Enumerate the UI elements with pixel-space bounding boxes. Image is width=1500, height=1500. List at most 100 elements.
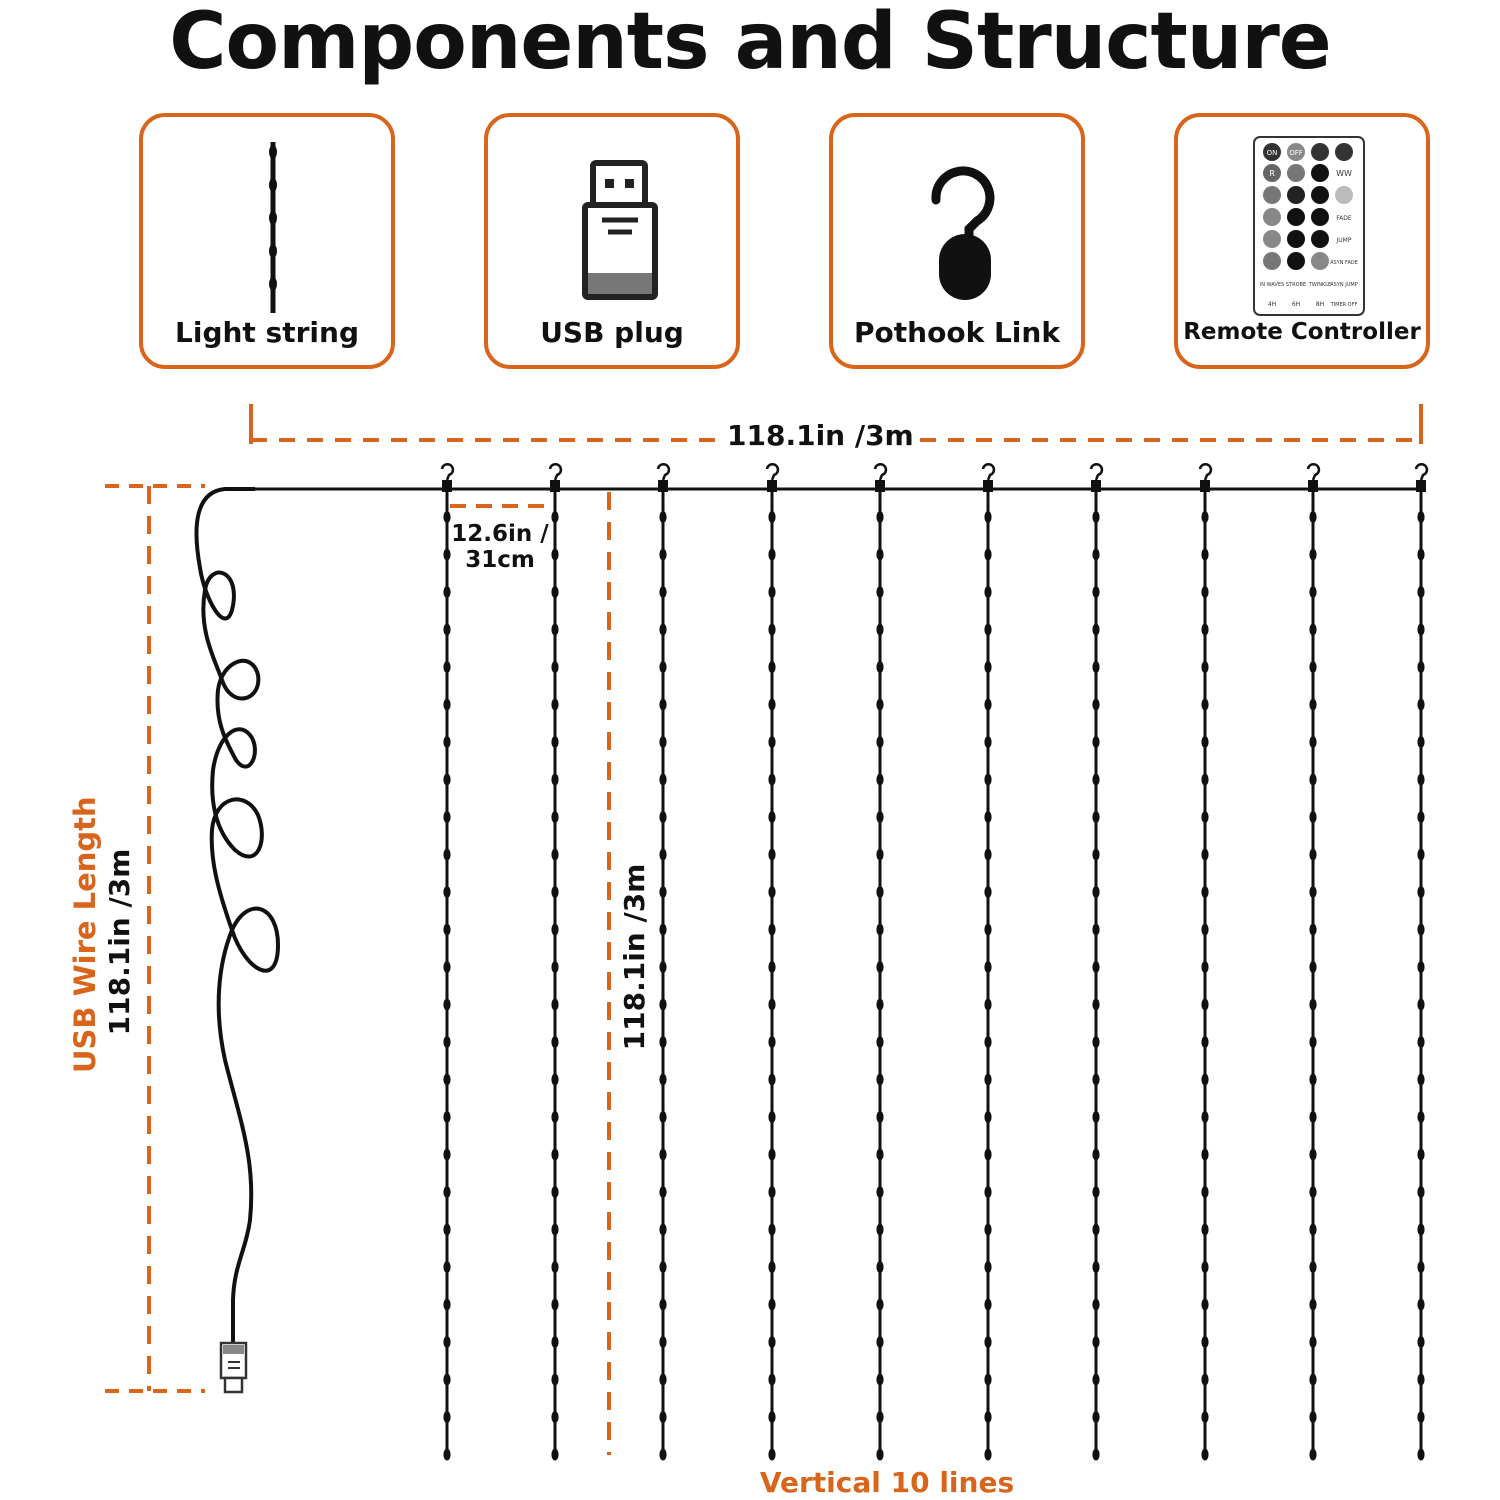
hook-clip bbox=[1308, 480, 1318, 492]
bulb bbox=[1309, 586, 1317, 598]
bulb bbox=[768, 886, 776, 898]
bulb bbox=[659, 548, 667, 561]
pothook-icon bbox=[873, 463, 888, 481]
bulb bbox=[1309, 548, 1317, 561]
bulb bbox=[1309, 998, 1317, 1011]
bulb bbox=[1417, 1223, 1425, 1236]
bulb bbox=[984, 1111, 992, 1123]
bulb bbox=[984, 1223, 992, 1236]
component-card-usb-plug: USB plug bbox=[484, 113, 740, 369]
bulb bbox=[984, 1336, 992, 1348]
bulb bbox=[1092, 511, 1100, 523]
bulb bbox=[1201, 1223, 1209, 1236]
bulb bbox=[659, 1148, 667, 1161]
pothook-icon bbox=[981, 463, 996, 481]
bulb bbox=[1417, 1073, 1425, 1086]
bulb bbox=[1092, 811, 1100, 823]
svg-text:ON: ON bbox=[1267, 149, 1278, 157]
bulb bbox=[1417, 773, 1425, 786]
bulb bbox=[659, 1223, 667, 1236]
light-strand bbox=[1089, 463, 1104, 1461]
bulb bbox=[551, 1036, 559, 1048]
light-strand bbox=[548, 463, 563, 1461]
bulb bbox=[984, 623, 992, 636]
bulb bbox=[1309, 1111, 1317, 1123]
component-card-pothook: Pothook Link bbox=[829, 113, 1085, 369]
bulb bbox=[1092, 1223, 1100, 1236]
bulb bbox=[1417, 586, 1425, 598]
svg-text:TWINKLE: TWINKLE bbox=[1308, 282, 1331, 288]
bulb bbox=[876, 1186, 884, 1198]
bulb bbox=[1201, 811, 1209, 823]
bulb bbox=[1201, 586, 1209, 598]
bulb bbox=[876, 1411, 884, 1423]
bulb bbox=[659, 736, 667, 748]
bulb bbox=[1309, 1186, 1317, 1198]
bulb bbox=[443, 848, 451, 861]
bulb bbox=[1309, 511, 1317, 523]
bulb bbox=[1201, 1298, 1209, 1311]
bulb bbox=[876, 623, 884, 636]
bulb bbox=[768, 1223, 776, 1236]
bulb bbox=[768, 1373, 776, 1386]
bulb bbox=[876, 548, 884, 561]
bulb bbox=[659, 923, 667, 936]
bulb bbox=[551, 1073, 559, 1086]
bulb bbox=[876, 1373, 884, 1386]
light-strand bbox=[981, 463, 996, 1461]
bulb bbox=[443, 923, 451, 936]
bulb bbox=[551, 623, 559, 636]
bulb bbox=[443, 961, 451, 973]
bulb bbox=[984, 848, 992, 861]
bulb bbox=[1201, 736, 1209, 748]
bulb bbox=[443, 1336, 451, 1348]
bulb bbox=[984, 1073, 992, 1086]
light-strand bbox=[1414, 463, 1429, 1461]
bulb bbox=[1417, 961, 1425, 973]
svg-text:OFF: OFF bbox=[1289, 149, 1303, 157]
bulb bbox=[1309, 661, 1317, 673]
bulb bbox=[443, 548, 451, 561]
pothook-icon bbox=[656, 463, 671, 481]
bulb bbox=[659, 998, 667, 1011]
bulb bbox=[551, 886, 559, 898]
usb-cable bbox=[194, 487, 281, 1342]
bulb bbox=[551, 586, 559, 598]
bulb bbox=[984, 1148, 992, 1161]
bulb bbox=[768, 661, 776, 673]
bulb bbox=[1201, 1148, 1209, 1161]
bulb bbox=[876, 811, 884, 823]
bulb bbox=[876, 886, 884, 898]
bulb bbox=[1417, 623, 1425, 636]
bulb bbox=[443, 1223, 451, 1236]
bulb bbox=[1309, 1036, 1317, 1048]
bulb bbox=[984, 698, 992, 711]
bulb bbox=[876, 1448, 884, 1461]
bulb bbox=[984, 548, 992, 561]
bulb bbox=[659, 1186, 667, 1198]
bulb bbox=[1201, 548, 1209, 561]
bulb bbox=[984, 586, 992, 598]
bulb bbox=[443, 1111, 451, 1123]
bulb bbox=[1417, 811, 1425, 823]
bulb bbox=[659, 698, 667, 711]
bulb bbox=[984, 1448, 992, 1461]
bulb bbox=[1417, 1373, 1425, 1386]
bulb bbox=[1092, 1411, 1100, 1423]
bulb bbox=[1309, 698, 1317, 711]
bulb bbox=[1201, 1073, 1209, 1086]
bulb bbox=[1309, 1073, 1317, 1086]
usb-wire-length-title: USB Wire Length bbox=[68, 796, 102, 1073]
bulb bbox=[1309, 1411, 1317, 1423]
bulb bbox=[1309, 1148, 1317, 1161]
bulb bbox=[984, 736, 992, 748]
svg-text:STROBE: STROBE bbox=[1286, 282, 1306, 288]
bulb bbox=[876, 661, 884, 673]
bulb bbox=[768, 923, 776, 936]
bulb bbox=[768, 548, 776, 561]
pothook-icon bbox=[1198, 463, 1213, 481]
bulb bbox=[984, 661, 992, 673]
bulb bbox=[443, 773, 451, 786]
pothook-icon bbox=[765, 463, 780, 481]
